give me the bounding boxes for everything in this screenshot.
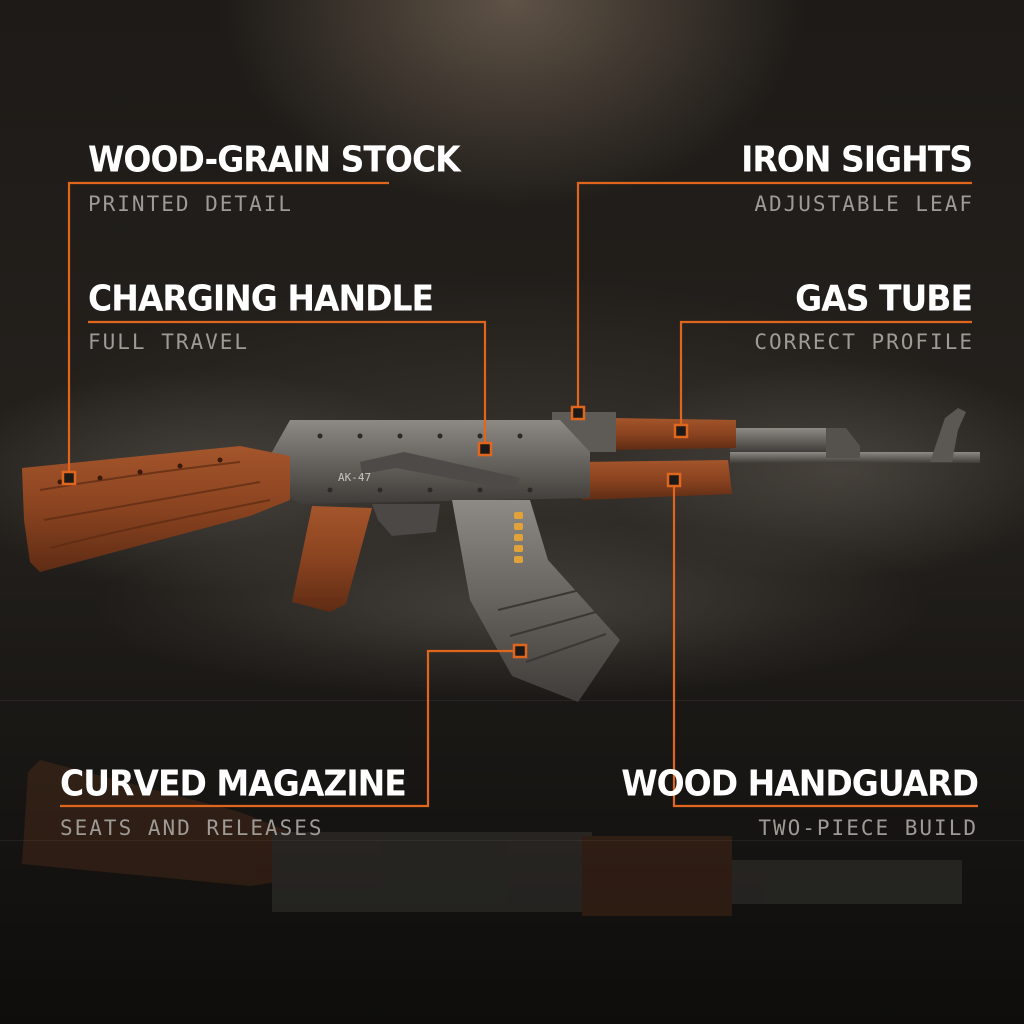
magazine-title: CURVED MAGAZINE: [60, 762, 407, 805]
gas-block: [826, 428, 860, 458]
handguard-callout-line: [672, 480, 978, 808]
callout-marker-icon: [61, 470, 77, 486]
handguard-title: WOOD HANDGUARD: [621, 762, 979, 805]
gas-tube-title: GAS TUBE: [795, 277, 973, 320]
callout-marker-icon: [673, 423, 689, 439]
front-sight: [930, 408, 966, 462]
iron-sights-title: IRON SIGHTS: [741, 138, 973, 181]
pistol-grip: [292, 506, 372, 612]
magazine-rounds: [514, 512, 523, 563]
iron-sights-subtitle: ADJUSTABLE LEAF: [754, 192, 974, 216]
callout-marker-icon: [666, 472, 682, 488]
gas-tube-subtitle: CORRECT PROFILE: [754, 330, 974, 354]
stock-subtitle: PRINTED DETAIL: [88, 192, 294, 216]
lower-handguard: [580, 460, 732, 500]
iron-sights-callout-line: [576, 181, 972, 413]
callout-markers: [61, 405, 689, 659]
stock: [22, 446, 290, 572]
callout-marker-icon: [477, 441, 493, 457]
gas-tube: [730, 428, 830, 452]
charging-handle-subtitle: FULL TRAVEL: [88, 330, 250, 354]
callout-marker-icon: [570, 405, 586, 421]
magazine-subtitle: SEATS AND RELEASES: [60, 816, 324, 840]
charging-handle-callout-line: [88, 320, 487, 449]
receiver-marking: AK-47: [338, 471, 371, 484]
trigger-guard: [372, 504, 440, 536]
floor-line: [0, 700, 1024, 701]
fog-cloud: [600, 360, 1024, 580]
magazine-callout-line: [60, 649, 520, 808]
callout-marker-icon: [512, 643, 528, 659]
floor-line: [0, 840, 1024, 841]
gas-tube-callout-line: [679, 320, 972, 431]
stock-callout-line: [67, 181, 389, 478]
charging-handle: [360, 452, 520, 490]
stock-title: WOOD-GRAIN STOCK: [88, 138, 461, 181]
charging-handle-title: CHARGING HANDLE: [88, 277, 434, 320]
callout-lines: [60, 181, 978, 808]
handguard-subtitle: TWO-PIECE BUILD: [758, 816, 978, 840]
rifle-reflection: [22, 760, 962, 916]
rifle-model: AK-47: [22, 408, 980, 702]
